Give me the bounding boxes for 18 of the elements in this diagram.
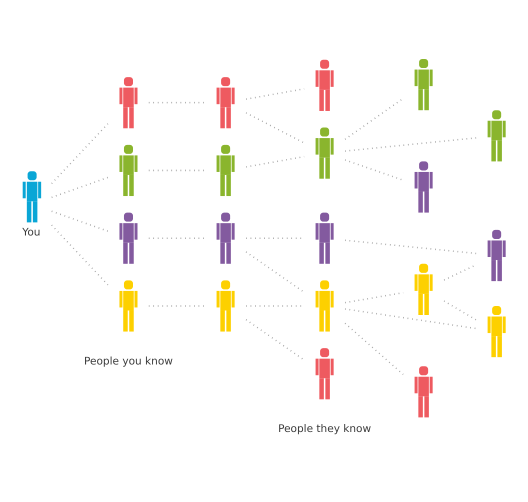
connector [344, 240, 476, 254]
connector [344, 159, 404, 181]
label: People they know [278, 423, 372, 436]
connector [51, 123, 108, 184]
connector [51, 224, 108, 286]
node-label: You [22, 226, 40, 238]
connector [344, 322, 404, 376]
connector [246, 251, 305, 293]
connector [246, 112, 304, 144]
connector [246, 319, 305, 361]
connector [444, 300, 477, 321]
connector [51, 210, 108, 232]
connector [344, 137, 476, 152]
connector [246, 156, 304, 168]
label: People you know [84, 355, 173, 368]
connector [344, 308, 476, 330]
connector [51, 176, 108, 198]
connector [344, 98, 404, 140]
